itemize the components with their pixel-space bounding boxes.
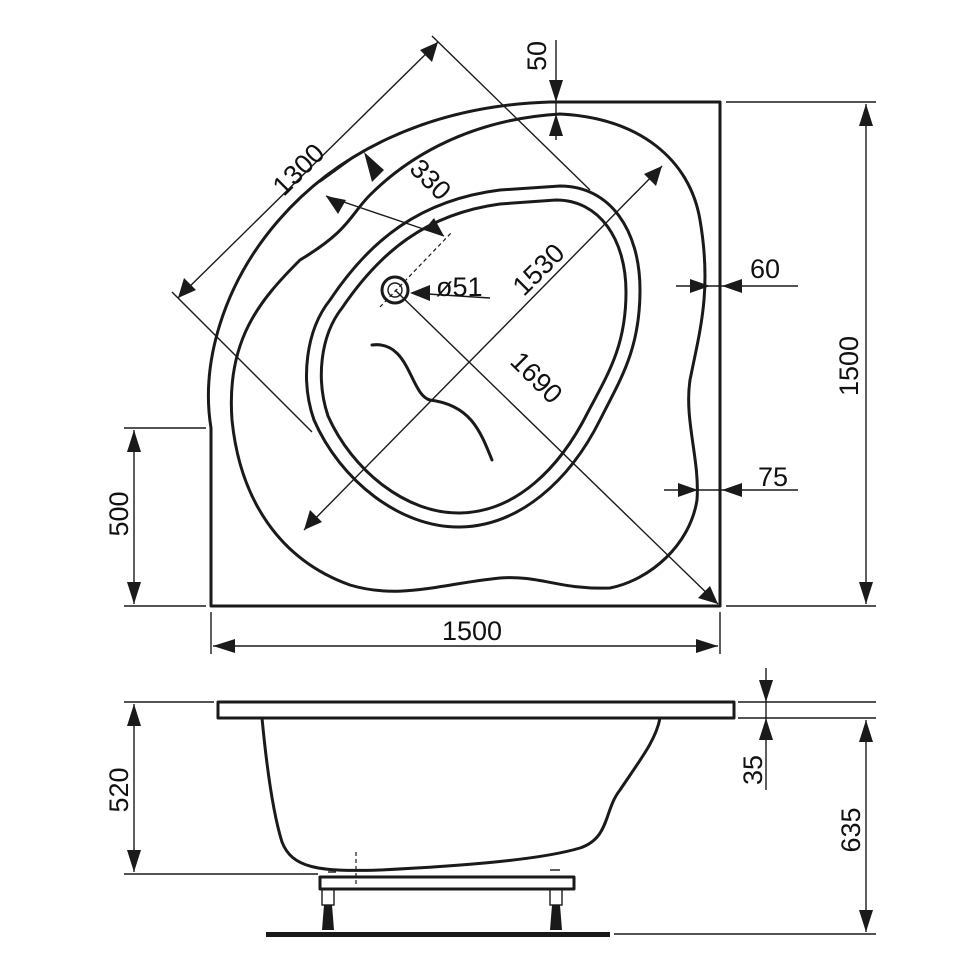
dim-line-inner-length [303, 165, 663, 531]
dim-height-label: 1500 [834, 336, 864, 396]
side-view: 520 35 635 [104, 668, 876, 937]
dim-total-height-label: 635 [836, 807, 866, 852]
drain-icon [379, 231, 453, 308]
dim-diagonal-label: 1690 [505, 346, 569, 410]
dim-side-rim-label: 60 [750, 254, 780, 284]
floor-line [266, 932, 610, 937]
rim-plate [216, 700, 736, 720]
dim-top-rim-label: 50 [522, 41, 552, 71]
dim-rim-depth-label: 1300 [267, 138, 331, 202]
top-view: 1300 50 330 1530 ø51 1690 60 75 1500 500… [104, 35, 876, 654]
dim-straight-side-label: 500 [104, 491, 134, 536]
dim-drain-diameter-label: ø51 [436, 272, 483, 302]
dim-line-rim-depth [177, 41, 439, 299]
outer-rim-outline [206, 100, 722, 608]
dim-width-label: 1500 [442, 616, 502, 646]
basin-inner-outline [319, 198, 628, 515]
dim-depth-label: 520 [104, 767, 134, 812]
dim-side-rim-lower-label: 75 [758, 462, 788, 492]
leg-left [321, 888, 335, 930]
dim-rim-thickness-label: 35 [738, 755, 768, 785]
basin-outer-outline [305, 184, 642, 529]
leg-right [549, 888, 563, 930]
inner-bath-outline [229, 112, 707, 593]
seat-curve [370, 343, 494, 462]
dim-line-diagonal [394, 289, 719, 605]
base-frame [318, 875, 576, 891]
tub-body-outline [260, 716, 662, 872]
